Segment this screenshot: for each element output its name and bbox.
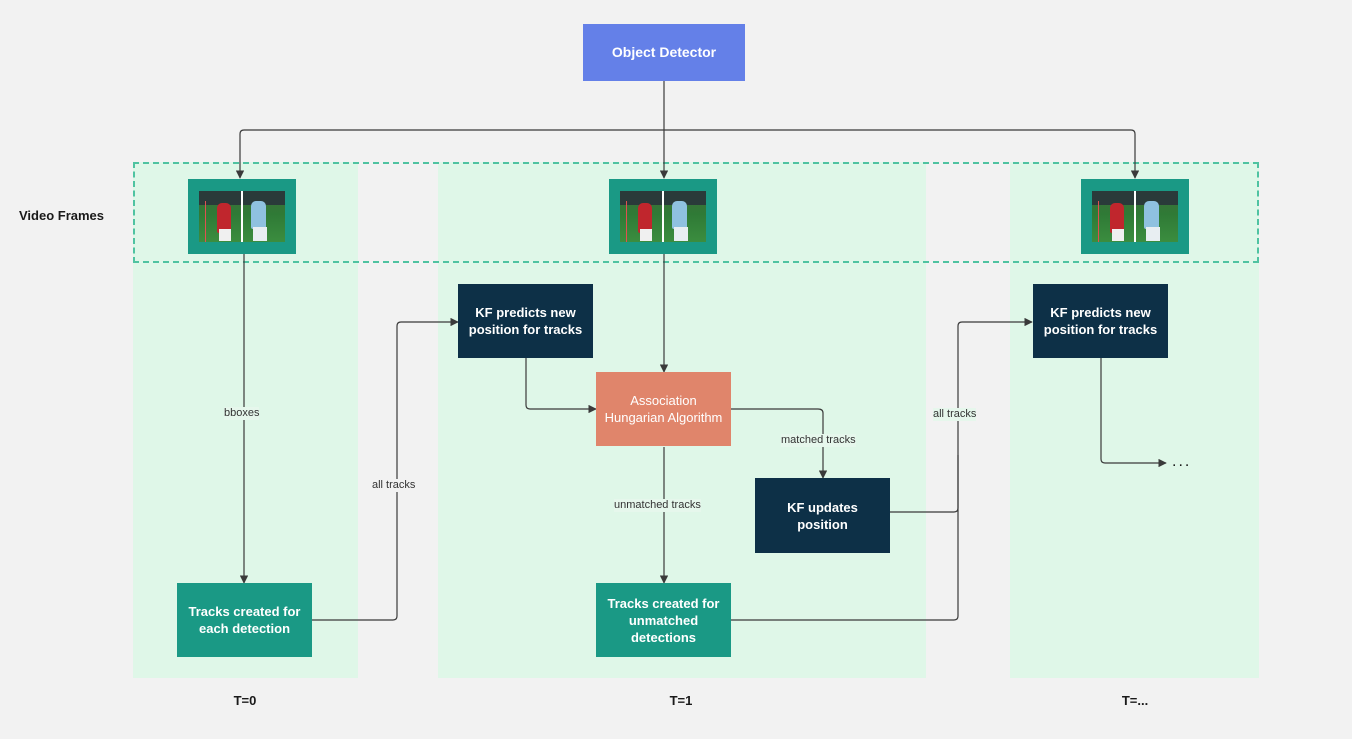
edge-detector-to-frame-0 xyxy=(235,129,664,179)
time-label-t2: T=... xyxy=(1121,693,1149,708)
video-frame-image xyxy=(620,191,706,242)
tracks-created-unmatched-node: Tracks created for unmatched detections xyxy=(596,583,731,657)
continuation-ellipsis: ... xyxy=(1172,453,1192,470)
video-frame-image xyxy=(1092,191,1178,242)
edge-label-all-tracks-1: all tracks xyxy=(372,479,416,492)
kf-predict-node-t2: KF predicts new position for tracks xyxy=(1033,284,1168,358)
object-detector-node: Object Detector xyxy=(583,24,745,81)
edge-kf-predict-to-association xyxy=(525,358,597,414)
video-frame-t0 xyxy=(188,179,296,254)
video-frame-t2 xyxy=(1081,179,1189,254)
edge-label-all-tracks-2: all tracks xyxy=(933,408,977,421)
video-frames-band xyxy=(133,162,1259,263)
kf-update-node: KF updates position xyxy=(755,478,890,553)
association-node: Association Hungarian Algorithm xyxy=(596,372,731,446)
video-frame-t1 xyxy=(609,179,717,254)
edge-label-bboxes: bboxes xyxy=(224,407,260,420)
edge-label-unmatched-tracks: unmatched tracks xyxy=(614,499,701,512)
tracks-created-node: Tracks created for each detection xyxy=(177,583,312,657)
video-frames-label: Video Frames xyxy=(19,208,105,223)
edge-detector-to-frame-2 xyxy=(664,129,1140,179)
time-label-t1: T=1 xyxy=(669,693,693,708)
edge-association-to-kf-update xyxy=(731,408,828,479)
edge-kf-predict-2-continue xyxy=(1100,358,1167,468)
edge-tracks-to-kf-predict-1 xyxy=(312,317,459,621)
video-frame-image xyxy=(199,191,285,242)
kf-predict-node-t1: KF predicts new position for tracks xyxy=(458,284,593,358)
edge-tracks-unmatched-merge xyxy=(731,455,959,621)
edge-label-matched-tracks: matched tracks xyxy=(781,434,856,447)
time-label-t0: T=0 xyxy=(233,693,257,708)
